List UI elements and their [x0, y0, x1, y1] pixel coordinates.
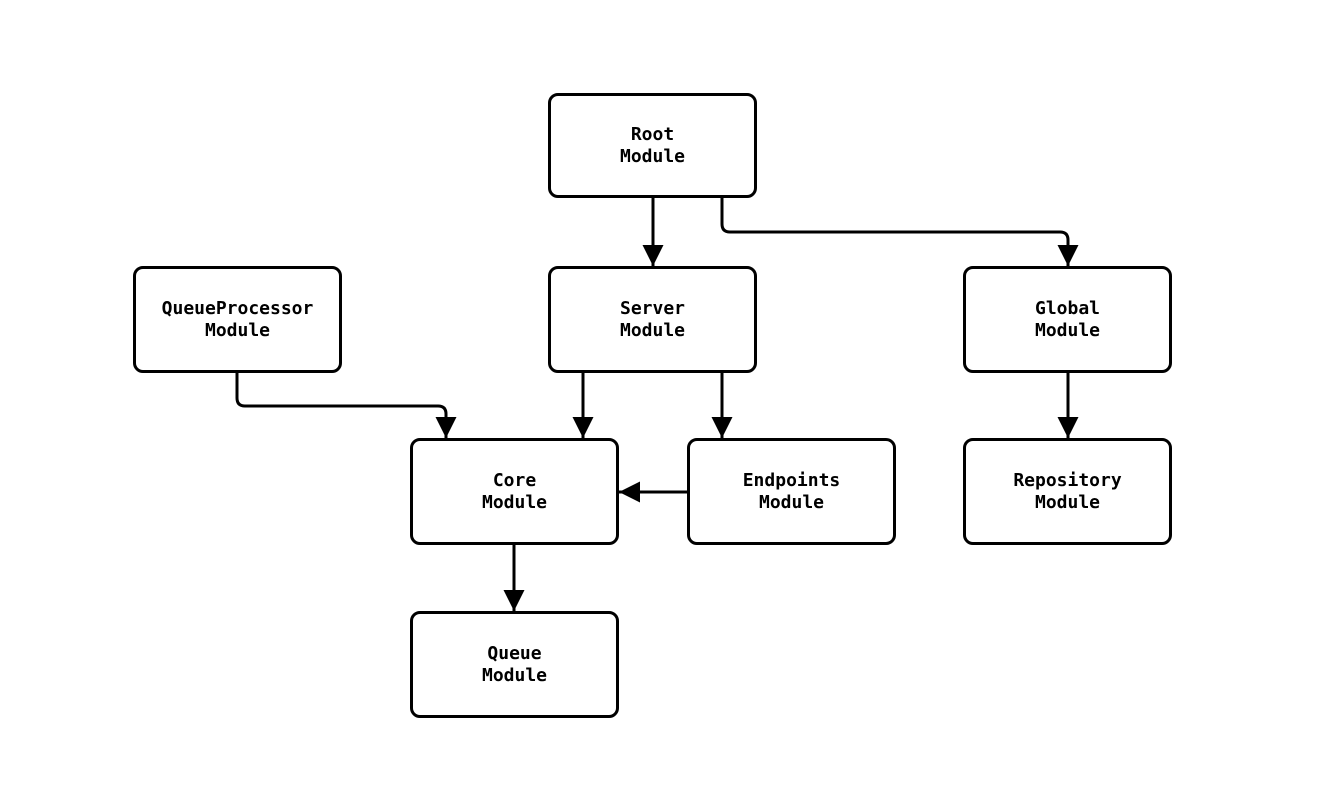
edge-root-to-global	[720, 198, 1079, 266]
node-label-line: QueueProcessor	[161, 297, 314, 319]
node-label-line: Module	[758, 491, 825, 513]
node-label-line: Endpoints	[742, 469, 841, 491]
node-label-line: Module	[1034, 319, 1101, 341]
node-label-line: Module	[619, 145, 686, 167]
node-label-line: Module	[619, 319, 686, 341]
node-label-line: Server	[619, 297, 686, 319]
node-label-line: Module	[204, 319, 271, 341]
edges-group	[235, 198, 1079, 611]
node-label-line: Module	[1034, 491, 1101, 513]
node-label-line: Module	[481, 664, 548, 686]
node-label-line: Global	[1034, 297, 1101, 319]
node-label-line: Queue	[487, 642, 542, 664]
node-label-line: Repository	[1013, 469, 1122, 491]
edge-queueprocessor-to-core	[235, 373, 457, 438]
node-label-line: Core	[492, 469, 537, 491]
node-label-line: Root	[630, 123, 675, 145]
node-label-line: Module	[481, 491, 548, 513]
